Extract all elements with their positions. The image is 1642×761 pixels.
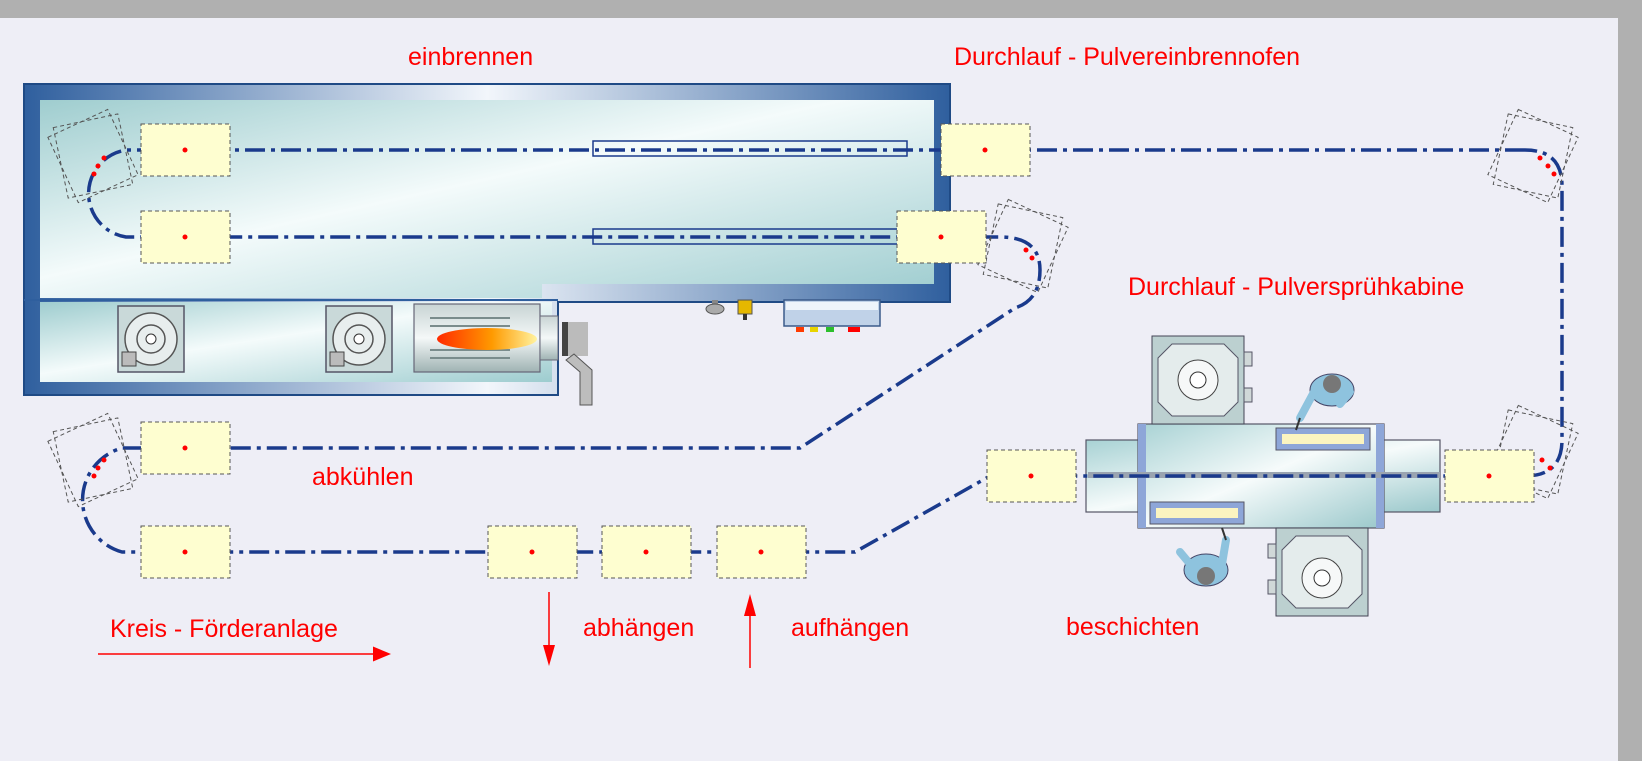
turntable-upper-right <box>1487 108 1579 204</box>
carrier <box>716 525 807 579</box>
label-conveyor: Kreis - Förderanlage <box>110 615 338 643</box>
label-beschichten: beschichten <box>1066 613 1199 641</box>
control-panel-icon <box>783 299 881 332</box>
burner-unit <box>413 303 559 373</box>
exhaust-pipe-icon <box>562 322 593 406</box>
turntable-lower-left <box>47 412 139 508</box>
turntable-upper-left <box>47 108 139 204</box>
fan-icon <box>117 305 185 373</box>
carrier <box>601 525 692 579</box>
switch-icon <box>737 299 753 320</box>
conveyor-track <box>80 148 1564 554</box>
label-oven-title: Durchlauf - Pulvereinbrennofen <box>954 43 1300 71</box>
label-aufhaengen: aufhängen <box>791 614 909 642</box>
workpiece-carriers <box>140 123 1535 579</box>
arrow-up-icon <box>744 594 756 668</box>
burner-flame-icon <box>437 328 537 350</box>
label-abhaengen: abhängen <box>583 614 694 642</box>
fan-icon <box>325 305 393 373</box>
label-booth-title: Durchlauf - Pulversprühkabine <box>1128 273 1464 301</box>
operator-figure-icon <box>1176 527 1230 587</box>
carrier <box>140 525 231 579</box>
label-abkuehlen: abkühlen <box>312 463 413 491</box>
carrier <box>986 449 1077 503</box>
fan-icon <box>1267 527 1369 617</box>
thermometer-icon <box>705 300 725 315</box>
carrier <box>487 525 578 579</box>
turntable-oven-exit <box>977 198 1069 294</box>
chain-markers <box>91 155 1557 479</box>
carrier <box>140 210 231 264</box>
label-einbrennen: einbrennen <box>408 43 533 71</box>
fan-icon <box>1151 335 1253 425</box>
carrier <box>940 123 1031 177</box>
carrier <box>1444 449 1535 503</box>
arrow-down-icon <box>543 592 555 666</box>
carrier <box>140 421 231 475</box>
operator-figure-icon <box>1295 373 1355 431</box>
carrier <box>896 210 987 264</box>
carrier <box>140 123 231 177</box>
